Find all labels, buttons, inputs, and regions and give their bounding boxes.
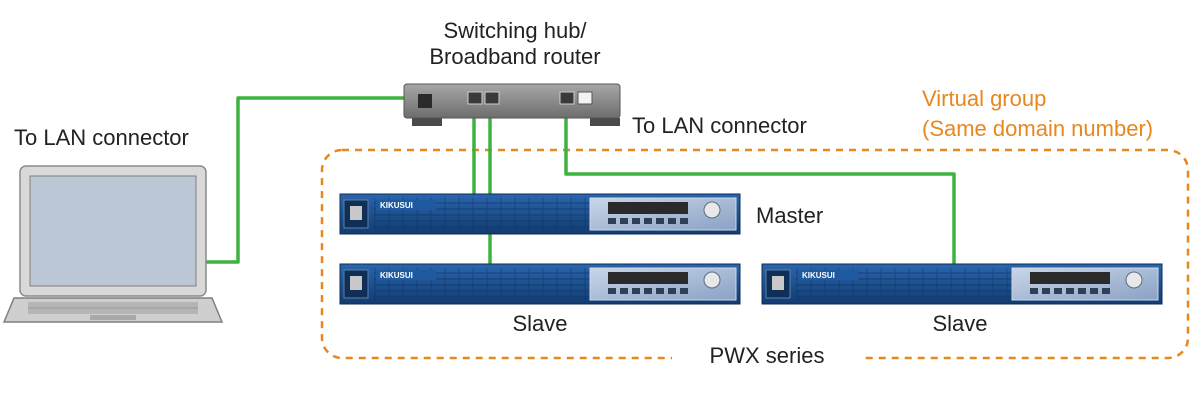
lan-port-icon <box>559 91 575 105</box>
cable-pc-to-hub <box>204 96 412 264</box>
master-label: Master <box>756 203 824 228</box>
cable-hub-to-slave-right <box>564 98 956 264</box>
hub-label-line1: Switching hub/ <box>443 18 587 43</box>
lan-connector-label-right: To LAN connector <box>632 113 807 138</box>
laptop-icon <box>2 165 224 323</box>
virtual-group-label-line1: Virtual group <box>922 86 1047 111</box>
switching-hub <box>403 83 621 126</box>
hub-label-line2: Broadband router <box>429 44 601 69</box>
virtual-group-boundary <box>320 148 1190 360</box>
pwx-unit-master: KIKUSUI <box>339 193 741 235</box>
brand-label: KIKUSUI <box>802 271 835 280</box>
virtual-group-label-line2: (Same domain number) <box>922 116 1154 141</box>
lan-port-icon <box>467 91 483 105</box>
lan-connector-label-left: To LAN connector <box>14 125 189 150</box>
hub-label: Switching hub/ Broadband router <box>400 18 630 70</box>
pwx-unit-slave-left: KIKUSUI <box>339 263 741 305</box>
brand-label: KIKUSUI <box>380 271 413 280</box>
slave-left-label: Slave <box>512 311 568 336</box>
pwx-unit-slave-right: KIKUSUI <box>761 263 1163 305</box>
lan-port-icon <box>484 91 500 105</box>
wan-port-icon <box>577 91 593 105</box>
brand-label: KIKUSUI <box>380 201 413 210</box>
power-port-icon <box>418 94 432 108</box>
series-label: PWX series <box>709 343 825 368</box>
network-cables <box>204 96 956 264</box>
slave-right-label: Slave <box>932 311 988 336</box>
